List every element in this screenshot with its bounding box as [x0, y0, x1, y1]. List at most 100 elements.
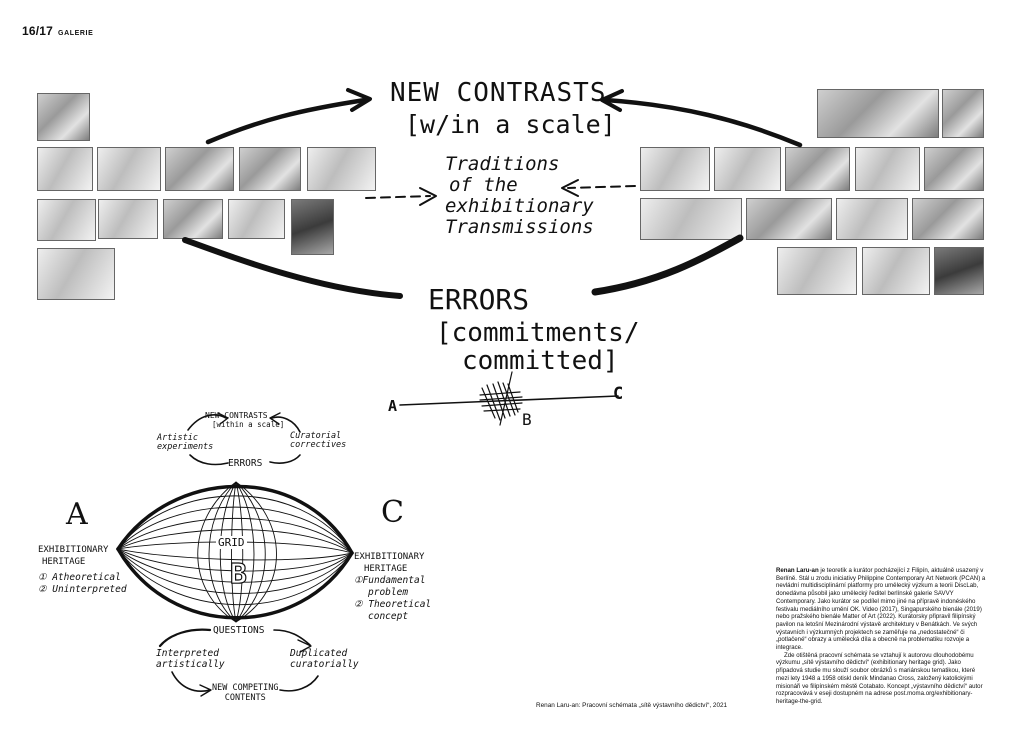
big-letter-c: C	[381, 495, 404, 530]
collage-photo	[777, 247, 857, 295]
arc-curatorial	[271, 416, 301, 433]
section-label: GALERIE	[58, 30, 94, 37]
duplicated-line-1: Duplicated	[290, 648, 348, 659]
axis-label-b: B	[522, 410, 532, 429]
competing-line-2: CONTENTS	[224, 693, 266, 703]
collage-photo	[291, 199, 334, 255]
collage-photo	[37, 147, 93, 191]
duplicated-block: Duplicated curatorially	[290, 648, 359, 670]
arc-errors-right	[269, 454, 301, 464]
arrowhead-left-top	[346, 88, 372, 112]
left-heritage-line-2: HERITAGE	[42, 557, 86, 567]
questions-label: QUESTIONS	[213, 625, 265, 636]
small-within-scale: [within a scale]	[212, 420, 285, 429]
collage-photo	[239, 147, 301, 191]
curatorial-correctives: Curatorial correctives	[290, 432, 346, 450]
dashed-arrowhead-right	[561, 179, 579, 197]
collage-photo	[640, 198, 742, 240]
curve-left-lower	[182, 237, 403, 299]
collage-photo	[228, 199, 285, 239]
collage-photo	[924, 147, 984, 191]
arrowhead-right-top	[600, 89, 624, 112]
collage-photo	[307, 147, 376, 191]
collage-photo	[714, 147, 781, 191]
new-contrasts-heading: NEW CONTRASTS	[390, 78, 607, 108]
collage-photo	[785, 147, 850, 191]
collage-photo	[37, 199, 96, 241]
collage-photo	[37, 248, 115, 300]
arrow-left-top	[205, 97, 368, 145]
grid-label: GRID	[216, 536, 247, 549]
bio-paragraph-2: Zde otištěná pracovní schémata se vztahu…	[776, 651, 983, 705]
traditions-line-2: of the	[449, 174, 518, 196]
collage-photo	[97, 147, 161, 191]
artistic-line-2: experiments	[157, 442, 214, 452]
collage-photo	[640, 147, 710, 191]
right-heritage-line-1: EXHIBITIONARY	[354, 552, 425, 562]
right-item-2: ② Theoretical	[354, 599, 432, 610]
collage-photo	[37, 93, 90, 141]
big-letter-b: B	[229, 556, 247, 590]
errors-heading: ERRORS	[428, 283, 530, 316]
interpreted-line-2: artistically	[156, 659, 225, 670]
collage-photo	[934, 247, 984, 295]
axis-hatch	[479, 371, 523, 426]
collage-photo	[862, 247, 930, 295]
interpreted-line-1: Interpreted	[156, 648, 219, 659]
right-item-2-cont: concept	[368, 611, 409, 622]
arc-errors-left	[189, 454, 229, 466]
duplicated-line-2: curatorially	[290, 659, 359, 670]
figure-caption: Renan Laru-an: Pracovní schémata „sítě v…	[536, 702, 728, 709]
within-scale-note: [w/in a scale]	[405, 110, 616, 139]
small-errors: ERRORS	[228, 458, 263, 469]
collage-photo	[98, 199, 158, 239]
collage-photo	[855, 147, 920, 191]
small-new-contrasts: NEW CONTRASTS	[205, 411, 268, 420]
left-heritage-line-1: EXHIBITIONARY	[38, 545, 109, 555]
collage-photo	[163, 199, 223, 239]
arrow-right-top	[602, 97, 803, 148]
right-heritage-line-2: HERITAGE	[364, 564, 408, 574]
collage-photo	[165, 147, 234, 191]
traditions-block: Traditions of the exhibitionary Transmis…	[445, 154, 594, 238]
collage-photo	[912, 198, 984, 240]
page-numbers: 16/17	[22, 24, 54, 38]
right-item-1: ①Fundamental	[354, 575, 426, 586]
collage-photo	[836, 198, 908, 240]
bio-text-1: je teoretik a kurátor pocházející z Fili…	[776, 567, 986, 652]
right-heritage-block: EXHIBITIONARY HERITAGE ①Fundamental prob…	[354, 551, 431, 623]
arc-competing-right	[279, 675, 319, 692]
commitments-line: [commitments/	[436, 318, 640, 348]
traditions-line-4: Transmissions	[445, 216, 594, 238]
dashed-arrow-right	[567, 185, 636, 189]
collage-photo	[942, 89, 984, 138]
competing-contents-block: NEW COMPETING CONTENTS	[212, 683, 279, 703]
page-folio: 16/17 GALERIE	[22, 24, 93, 38]
curve-right-lower	[591, 234, 744, 296]
author-bio: Renan Laru-an je teoretik a kurátor poch…	[776, 567, 988, 706]
arc-artistic	[187, 414, 227, 431]
traditions-line-3: exhibitionary	[445, 195, 594, 217]
axis-label-a: A	[388, 397, 398, 415]
curatorial-line-2: correctives	[290, 440, 347, 450]
axis-label-c: C	[613, 384, 624, 404]
committed-line: committed]	[462, 346, 619, 376]
traditions-line-1: Traditions	[445, 153, 560, 175]
collage-photo	[746, 198, 832, 240]
dashed-arrowhead-left	[419, 187, 437, 206]
left-heritage-block: EXHIBITIONARY HERITAGE ① Atheoretical ② …	[38, 544, 127, 596]
interpreted-block: Interpreted artistically	[156, 648, 225, 670]
artistic-line-1: Artistic	[157, 433, 198, 443]
lens-grid-lines	[117, 481, 353, 623]
bio-author-name: Renan Laru-an	[776, 567, 819, 574]
collage-photo	[817, 89, 939, 138]
artistic-experiments: Artistic experiments	[157, 434, 213, 452]
arc-competing-left	[171, 671, 211, 692]
left-item-1: ① Atheoretical	[38, 572, 121, 583]
big-letter-a: A	[66, 497, 88, 532]
right-item-1-cont: problem	[368, 587, 409, 598]
bio-paragraph-1: Renan Laru-an je teoretik a kurátor poch…	[776, 567, 988, 652]
arc-questions-left	[158, 628, 212, 648]
competing-line-1: NEW COMPETING	[212, 683, 279, 693]
